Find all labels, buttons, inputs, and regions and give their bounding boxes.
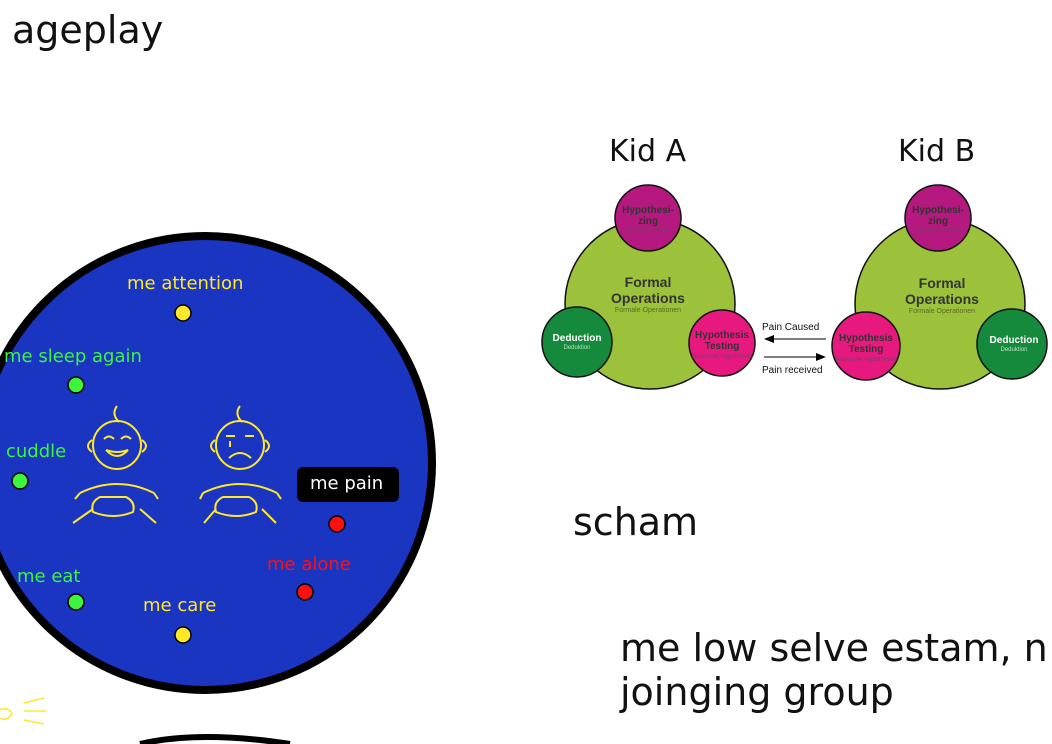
label-alone: me alone	[267, 554, 351, 575]
page-title: ageplay	[12, 8, 164, 52]
kid-b-left-title1: Hypothesis	[839, 333, 893, 344]
kid-a-hypothesizing	[614, 184, 682, 252]
kid-b-center-sub: Formale Operationen	[909, 308, 975, 315]
happy-baby-icon	[72, 405, 159, 524]
kid-b-top-title2: zing	[928, 216, 948, 227]
dot-eat	[67, 593, 85, 611]
kid-a-right-title2: Testing	[705, 341, 740, 352]
kid-a-center-title1: Formal	[625, 274, 672, 290]
dot-alone	[296, 583, 314, 601]
note-low-self-esteem-line1: me low selve estam, n	[620, 626, 1048, 670]
kid-a-center-sub: Formale Operationen	[615, 307, 681, 314]
kid-b-center-title1: Formal	[919, 275, 966, 291]
label-eat: me eat	[17, 566, 81, 587]
dot-attention	[174, 304, 192, 322]
kid-b-top-title1: Hypothesi-	[912, 205, 964, 216]
kid-b-left-sub: Testen der Hypothesen	[835, 357, 897, 363]
kid-a-top-sub: Hypothesenbildung	[622, 228, 673, 234]
pain-caused-label: Pain Caused	[762, 322, 819, 333]
kid-a-left-title: Deduction	[553, 333, 602, 344]
dot-sleep	[67, 376, 85, 394]
kid-b-center-title2: Operations	[905, 291, 979, 307]
label-cuddle: cuddle	[6, 441, 66, 462]
second-circle-edge	[139, 734, 291, 744]
dot-pain	[328, 515, 346, 533]
kid-a-right-title1: Hypothesis	[695, 330, 749, 341]
dot-care	[174, 626, 192, 644]
emotion-circle	[0, 232, 436, 694]
pain-received-label: Pain received	[762, 365, 823, 376]
label-sleep: me sleep again	[4, 346, 142, 367]
kid-b-hypothesis-testing	[831, 311, 901, 381]
kid-a-center-title2: Operations	[611, 290, 685, 306]
kid-a-top-title2: zing	[638, 216, 658, 227]
kid-a-left-sub: Deduktion	[563, 345, 590, 351]
kid-b-deduction	[976, 308, 1048, 380]
label-pain: me pain	[310, 473, 383, 494]
kid-a-deduction	[541, 306, 613, 378]
kid-a-title: Kid A	[609, 134, 687, 169]
dot-cuddle	[11, 472, 29, 490]
note-low-self-esteem-line2: joinging group	[620, 670, 894, 714]
kid-a-right-sub: Testen der Hypothesen	[691, 354, 753, 360]
label-care: me care	[143, 595, 216, 616]
kid-b-right-title: Deduction	[990, 335, 1039, 346]
pain-caused-arrow	[764, 335, 826, 343]
sad-baby-icon	[199, 405, 282, 524]
kid-b-right-sub: Deduktion	[1000, 347, 1027, 353]
label-attention: me attention	[127, 273, 243, 294]
kid-a-hypothesis-testing	[688, 309, 756, 377]
partial-sketch	[0, 697, 46, 725]
kid-b-left-title2: Testing	[849, 344, 884, 355]
kid-a-top-title1: Hypothesi-	[622, 205, 674, 216]
kid-b-title: Kid B	[898, 134, 975, 169]
kid-b-top-sub: Hypothesenbildung	[912, 228, 963, 234]
pain-label-box	[297, 467, 399, 502]
pain-received-arrow	[764, 353, 826, 361]
kid-b-hypothesizing	[904, 184, 972, 252]
note-scham: scham	[573, 500, 699, 544]
